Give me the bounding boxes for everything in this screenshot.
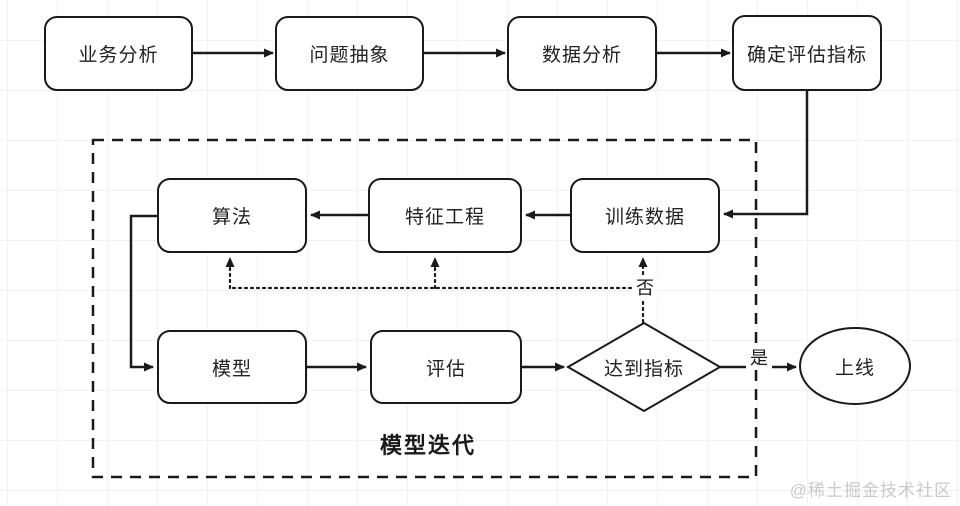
watermark: @稀土掘金技术社区	[789, 481, 952, 500]
edge-metrics-to-training	[723, 91, 809, 219]
edge-algorithm-to-model	[129, 214, 157, 372]
node-reach-metrics-label: 达到指标	[603, 358, 684, 380]
node-model: 模型	[157, 330, 307, 404]
node-evaluation: 评估	[370, 330, 522, 404]
node-algorithm: 算法	[157, 178, 307, 253]
model-iteration-group-label: 模型迭代	[380, 433, 477, 458]
node-problem-abstraction: 问题抽象	[275, 16, 424, 91]
edge-label-no: 否	[632, 277, 658, 299]
decision-diamond-shape	[566, 321, 722, 413]
node-define-metrics: 确定评估指标	[732, 15, 882, 91]
node-business-analysis: 业务分析	[44, 16, 193, 91]
edge-label-yes: 是	[746, 347, 772, 369]
model-iteration-group-border	[91, 138, 758, 479]
node-feature-engineering: 特征工程	[368, 178, 522, 253]
golive-ellipse-shape	[799, 327, 911, 405]
node-training-data: 训练数据	[570, 178, 720, 253]
node-data-analysis: 数据分析	[507, 16, 657, 91]
node-golive-label: 上线	[834, 357, 875, 379]
